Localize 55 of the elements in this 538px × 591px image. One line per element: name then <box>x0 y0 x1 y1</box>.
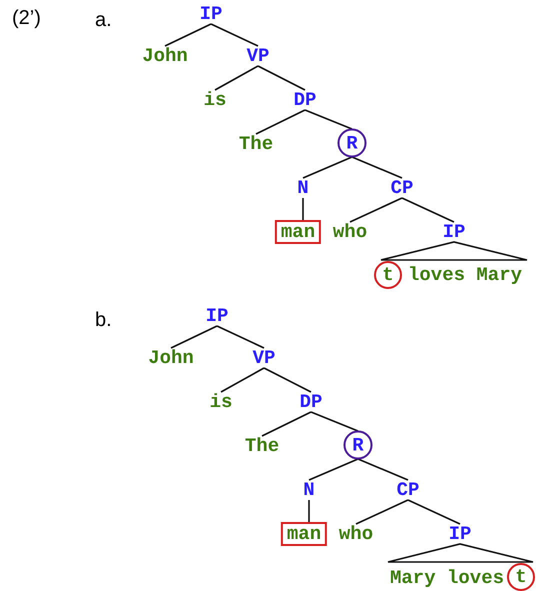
circled-label: R <box>344 430 372 460</box>
category-label: VP <box>252 348 276 368</box>
category-label: IP <box>204 306 230 326</box>
circled-label: R <box>338 128 366 158</box>
tree-branch <box>216 325 264 349</box>
tree-branch <box>304 109 352 130</box>
tree-branch <box>310 411 358 432</box>
tree-branch <box>264 367 312 393</box>
tree-branch <box>302 156 352 179</box>
sub-example-letter: b. <box>95 310 112 330</box>
tree-branch <box>352 156 402 179</box>
circled-trace: t <box>374 261 402 289</box>
category-label: IP <box>198 4 224 24</box>
category-label: IP <box>448 524 472 544</box>
word-label: Mary loves <box>388 568 506 588</box>
category-label: DP <box>292 90 318 110</box>
category-label: IP <box>442 222 466 242</box>
boxed-word: man <box>274 220 322 244</box>
circled-trace: t <box>507 563 535 591</box>
tree-branch <box>262 411 312 437</box>
tree-branch <box>258 65 306 91</box>
example-number: (2’) <box>12 8 41 28</box>
word-label: John <box>147 348 195 368</box>
category-label: VP <box>246 46 270 66</box>
tree-branch <box>308 458 358 481</box>
word-label: is <box>208 392 234 412</box>
tree-branch <box>358 458 408 481</box>
sub-example-letter: a. <box>95 10 112 30</box>
word-label: John <box>141 46 189 66</box>
word-label: loves Mary <box>406 265 524 285</box>
tree-branch <box>402 197 454 223</box>
word-label: is <box>202 90 228 110</box>
category-label: CP <box>396 480 420 500</box>
tree-branch <box>214 65 258 91</box>
boxed-word: man <box>280 522 328 546</box>
tree-branch <box>408 499 460 525</box>
tree-branch <box>220 367 264 393</box>
word-label: who <box>338 524 374 544</box>
category-label: N <box>296 178 310 198</box>
word-label: The <box>244 436 280 456</box>
category-label: DP <box>298 392 324 412</box>
tree-branch <box>164 23 212 47</box>
tree-branch <box>170 325 218 349</box>
tree-branch <box>256 109 306 135</box>
category-label: CP <box>390 178 414 198</box>
tree-branch <box>210 23 258 47</box>
triangle-branch <box>387 543 534 563</box>
tree-branch <box>356 499 408 525</box>
tree-branch <box>302 198 304 220</box>
triangle-branch <box>380 241 528 261</box>
category-label: N <box>302 480 316 500</box>
word-label: The <box>238 134 274 154</box>
tree-branch <box>350 197 402 223</box>
word-label: who <box>332 222 368 242</box>
tree-branch <box>308 500 310 522</box>
